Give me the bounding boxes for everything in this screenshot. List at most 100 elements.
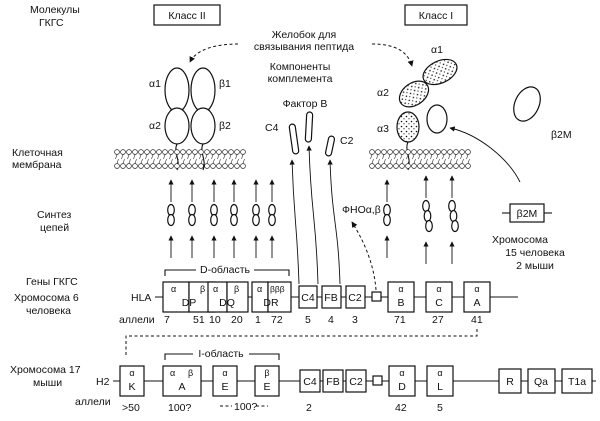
membrane-lipid-head: [114, 149, 120, 155]
class2-beta1-label: β1: [219, 78, 231, 90]
svg-text:DR: DR: [263, 297, 279, 309]
svg-text:человека: человека: [26, 305, 71, 317]
gene-qa-mouse: Qa: [527, 368, 556, 394]
svg-text:мыши: мыши: [33, 377, 62, 389]
groove-arrow-left: [189, 43, 239, 63]
svg-text:α: α: [129, 368, 134, 378]
mouse-alleles-label: аллели: [75, 396, 111, 408]
membrane-lipid-head: [405, 149, 411, 155]
membrane-lipid-head: [180, 149, 186, 155]
svg-text:1: 1: [255, 314, 261, 326]
svg-text:C: C: [435, 297, 443, 309]
class1-alpha3-domain: [396, 111, 420, 143]
svg-text:мембрана: мембрана: [12, 159, 62, 171]
membrane-lipid-head: [465, 149, 471, 155]
svg-text:C2: C2: [348, 292, 362, 304]
svg-text:Хромосома 17: Хромосома 17: [10, 364, 81, 376]
c2-protein-label: C2: [340, 135, 354, 147]
membrane-lipid-head: [423, 163, 429, 169]
b2m-gene-label: β2M: [517, 208, 538, 220]
chr6-label: Хромосома 6 человека: [14, 292, 79, 317]
membrane-lipid-head: [393, 149, 399, 155]
molecules-label: Молекулы ГКГС: [30, 4, 80, 29]
gene-d-mouse: α D 42: [388, 365, 416, 414]
gene-fb-mouse: FB: [322, 369, 344, 393]
svg-text:72: 72: [271, 314, 283, 326]
class1-alpha2-label: α2: [377, 87, 389, 99]
membrane-lipid-head: [369, 149, 375, 155]
membrane-lipid-head: [210, 163, 216, 169]
membrane-lipid-head: [399, 163, 405, 169]
membrane-lipid-head: [156, 163, 162, 169]
membrane-lipid-head: [447, 163, 453, 169]
membrane-lipid-head: [138, 149, 144, 155]
membrane-lipid-head: [126, 163, 132, 169]
membrane-lipid-head: [198, 163, 204, 169]
membrane-lipid-head: [228, 163, 234, 169]
complement-synthesis-arrow: [306, 145, 319, 285]
factor-b-label: Фактор В: [283, 98, 328, 110]
svg-text:α: α: [436, 284, 441, 294]
svg-text:E: E: [263, 381, 270, 393]
free-b2m-label: β2M: [551, 129, 572, 141]
svg-text:C4: C4: [303, 376, 317, 388]
svg-text:L: L: [437, 381, 443, 393]
d-region-label: D-область: [200, 264, 250, 276]
membrane-lipid-head: [411, 163, 417, 169]
class2-header-label: Класс II: [168, 10, 205, 22]
gene-a-mouse: α β A 100?: [162, 365, 202, 414]
membrane-lipid-head: [399, 149, 405, 155]
svg-text:4: 4: [328, 314, 334, 326]
membrane-lipid-head: [387, 149, 393, 155]
membrane-lipid-head: [447, 149, 453, 155]
svg-text:цепей: цепей: [40, 222, 69, 234]
membrane-lipid-head: [150, 163, 156, 169]
chr17-label: Хромосома 17 мыши: [10, 364, 81, 389]
membrane-lipid-head: [192, 163, 198, 169]
groove-arrow-right: [371, 43, 414, 67]
membrane-lipid-head: [369, 163, 375, 169]
svg-text:100?: 100?: [168, 402, 192, 414]
svg-text:20: 20: [231, 314, 243, 326]
membrane-lipid-head: [186, 163, 192, 169]
gene-dr: α βββ DR 1 72: [251, 281, 292, 326]
chain: [188, 179, 196, 258]
synthesized-chains: [167, 145, 459, 291]
svg-text:51: 51: [193, 314, 205, 326]
i-region-label: I-область: [198, 348, 244, 360]
svg-text:7: 7: [164, 314, 170, 326]
gene-k-mouse: α K >50: [119, 365, 145, 414]
gene-c4-human: C4 5: [298, 285, 318, 326]
membrane-lipid-head: [198, 149, 204, 155]
membrane-lipid-head: [144, 163, 150, 169]
svg-text:>50: >50: [122, 402, 140, 414]
membrane-lipid-head: [381, 163, 387, 169]
gene-fb-human: FB 4: [321, 285, 342, 326]
membrane-lipid-head: [429, 163, 435, 169]
gene-t1a-mouse: T1a: [561, 368, 593, 394]
membrane-lipid-head: [120, 163, 126, 169]
membrane-lipid-head: [453, 149, 459, 155]
membrane-lipid-head: [375, 149, 381, 155]
membrane-lipid-head: [435, 149, 441, 155]
membrane-lipid-head: [114, 163, 120, 169]
svg-text:B: B: [397, 297, 404, 309]
complement-synthesis-arrow: [327, 159, 341, 285]
membrane-lipid-head: [174, 149, 180, 155]
svg-text:15 человека: 15 человека: [505, 247, 565, 259]
membrane-lipid-head: [441, 163, 447, 169]
svg-text:D: D: [398, 381, 406, 393]
svg-text:42: 42: [395, 402, 407, 414]
svg-text:Хромосома 6: Хромосома 6: [14, 292, 79, 304]
tnf-gene-box-mouse: [372, 375, 383, 386]
membrane-lipid-head: [240, 149, 246, 155]
human-alleles-label: аллели: [119, 314, 155, 326]
gene-c-human: α C 27: [425, 281, 453, 326]
svg-text:R: R: [506, 376, 514, 388]
svg-text:27: 27: [432, 314, 444, 326]
gene-c2-human: C2 3: [345, 285, 366, 326]
svg-text:ГКГС: ГКГС: [39, 17, 64, 29]
svg-text:5: 5: [437, 402, 443, 414]
svg-text:10: 10: [209, 314, 221, 326]
class1-molecule: [396, 58, 458, 171]
